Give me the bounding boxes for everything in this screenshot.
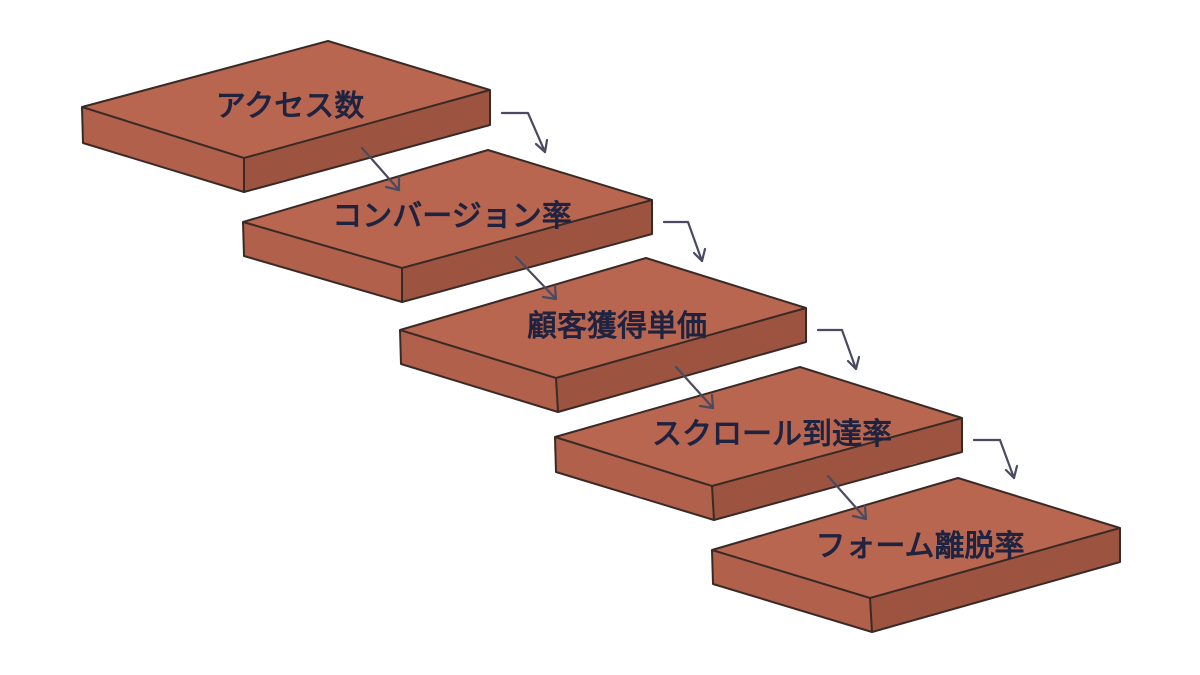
step-2-side-face — [402, 200, 652, 302]
diagonal-arrow-3 — [674, 365, 715, 410]
step-1-front-face — [82, 107, 244, 192]
side-arrow-4 — [972, 438, 1019, 480]
side-arrow-3 — [816, 328, 861, 371]
step-2-label: コンバージョン率 — [332, 199, 571, 234]
step-5: フォーム離脱率 — [711, 477, 1121, 633]
step-2: コンバージョン率 — [242, 149, 653, 303]
step-5-label: フォーム離脱率 — [815, 529, 1024, 564]
step-4-label: スクロール到達率 — [652, 417, 892, 452]
step-2-front-face — [243, 222, 402, 302]
step-4: スクロール到達率 — [554, 366, 963, 521]
step-2-top-face — [243, 150, 652, 268]
step-3-side-face — [556, 308, 806, 412]
step-3-top-face — [400, 258, 806, 378]
step-1-top-face — [82, 41, 490, 158]
step-5-side-face — [870, 528, 1120, 632]
side-arrow-1 — [500, 111, 549, 154]
step-1-label: アクセス数 — [216, 89, 365, 124]
step-5-front-face — [712, 550, 872, 632]
side-arrow-2 — [662, 220, 707, 263]
step-3: 顧客獲得単価 — [399, 257, 807, 413]
step-3-front-face — [400, 330, 558, 412]
diagonal-arrow-4 — [826, 474, 868, 521]
step-4-top-face — [555, 367, 962, 486]
diagonal-arrow-2 — [514, 255, 558, 301]
step-4-front-face — [555, 437, 714, 520]
step-1-side-face — [244, 90, 490, 192]
step-5-top-face — [712, 478, 1120, 598]
diagonal-arrow-1 — [360, 146, 401, 192]
step-4-side-face — [712, 418, 962, 520]
step-3-label: 顧客獲得単価 — [527, 309, 707, 344]
step-1: アクセス数 — [81, 40, 491, 193]
